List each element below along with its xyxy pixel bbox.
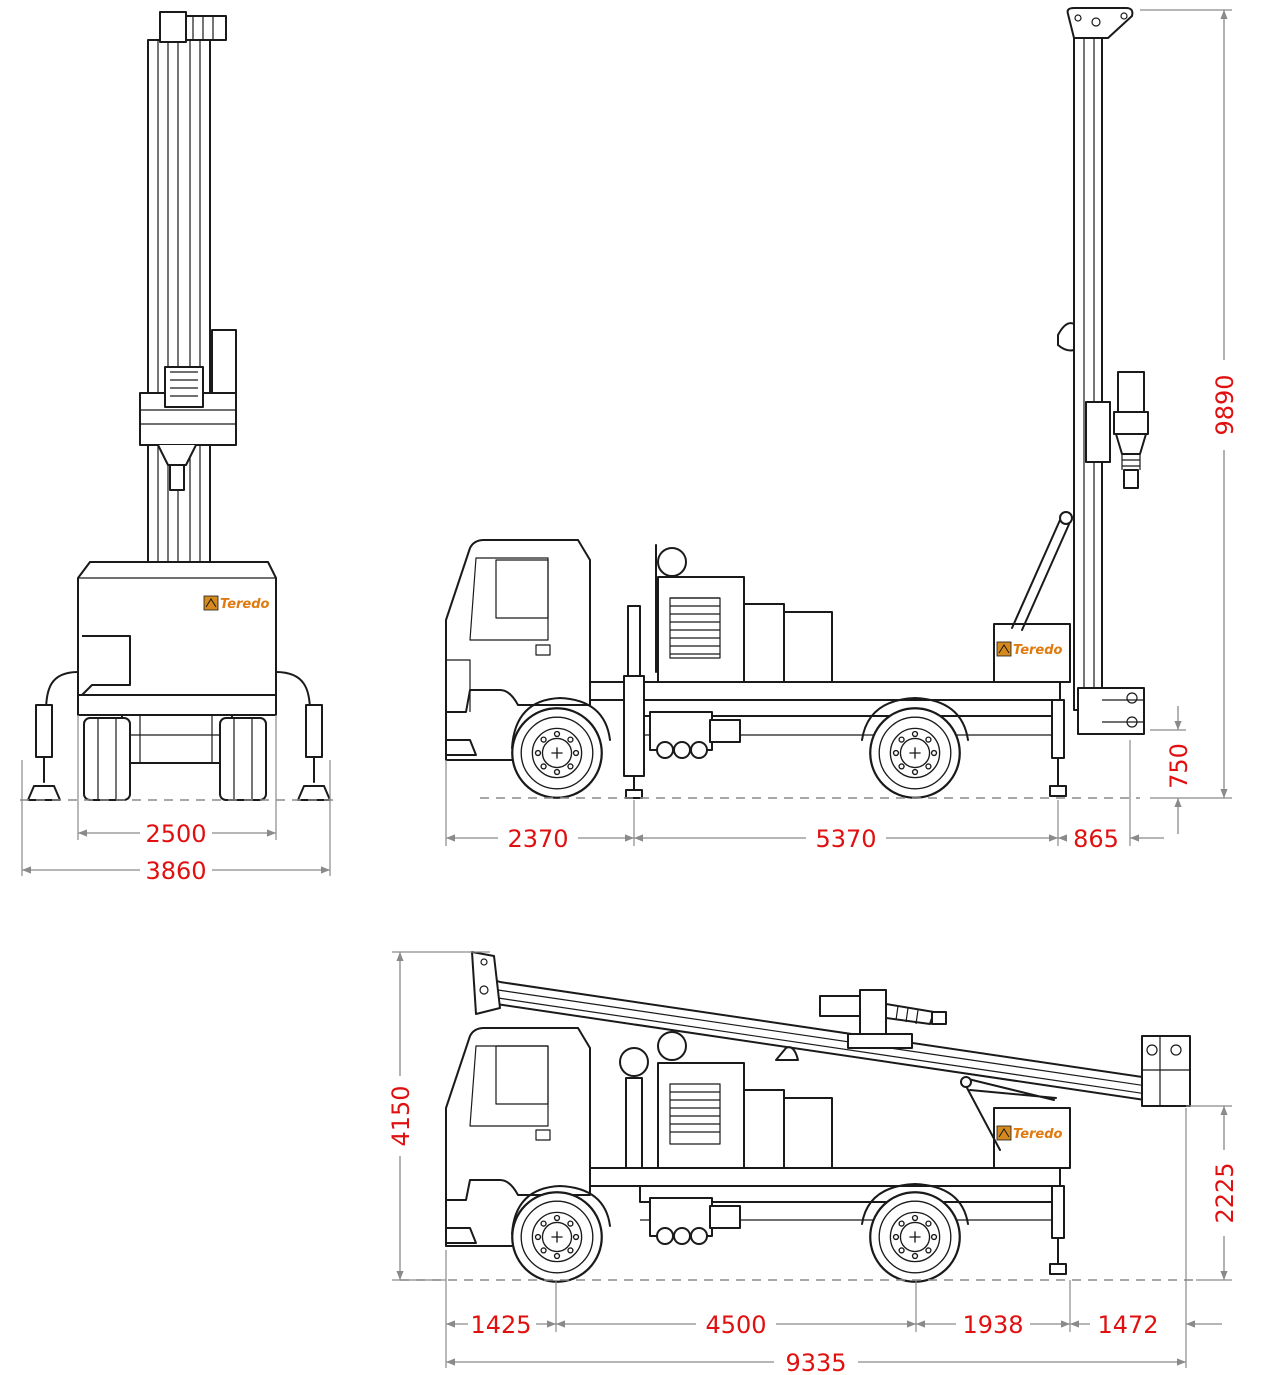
dim-outrigger-width: 3860 [145,857,206,885]
side-view-raised: Teredo 2370 [445,7,1239,853]
dim-wheelbase: 4500 [705,1311,766,1339]
transport-front-wheel [511,1191,603,1283]
transport-logo-text: Teredo [1013,1127,1063,1142]
raised-mast [1073,29,1103,711]
dim-front-to-jack: 2370 [507,825,568,853]
side-view-transport: Teredo 1425 [387,951,1239,1375]
left-jack-pad [27,785,61,801]
dim-rear-overhang-raised: 865 [1073,825,1119,853]
dim-overall-length: 9335 [785,1349,846,1375]
front-view: Teredo 2500 3860 [20,11,340,885]
dim-mast-height: 9890 [1211,374,1239,435]
front-logo: Teredo [203,595,270,612]
dim-rear-overhang-transport: 1472 [1097,1311,1158,1339]
rotary-head-clamp [1085,401,1111,463]
cab-window [469,557,549,641]
air-filter [657,547,687,577]
transport-cab [445,1027,591,1201]
raised-chassis [589,681,1061,701]
right-jack-pad [297,785,331,801]
raised-front-wheel [511,707,603,799]
side-logo: Teredo [996,641,1063,658]
transport-rear-wheel [869,1191,961,1283]
side-logo-text: Teredo [1013,643,1063,658]
transport-mast-crown [471,951,501,1015]
dim-overall-height: 4150 [387,1085,415,1146]
dim-track-width: 2500 [145,820,206,848]
right-outrigger-arm [275,671,311,746]
front-right-wheel [219,717,267,801]
transport-logo: Teredo [996,1125,1063,1142]
dim-clearance: 750 [1165,743,1193,789]
dim-rear-axle-to-jack: 1938 [962,1311,1023,1339]
front-logo-text: Teredo [220,597,270,612]
dim-front-overhang: 1425 [470,1311,531,1339]
cab [445,539,591,713]
raised-rear-wheel [869,707,961,799]
mast-top-block [159,11,187,43]
rear-box [993,623,1071,683]
dim-jack-spacing: 5370 [815,825,876,853]
front-left-wheel [83,717,131,801]
dim-mast-rest-height: 2225 [1211,1162,1239,1223]
